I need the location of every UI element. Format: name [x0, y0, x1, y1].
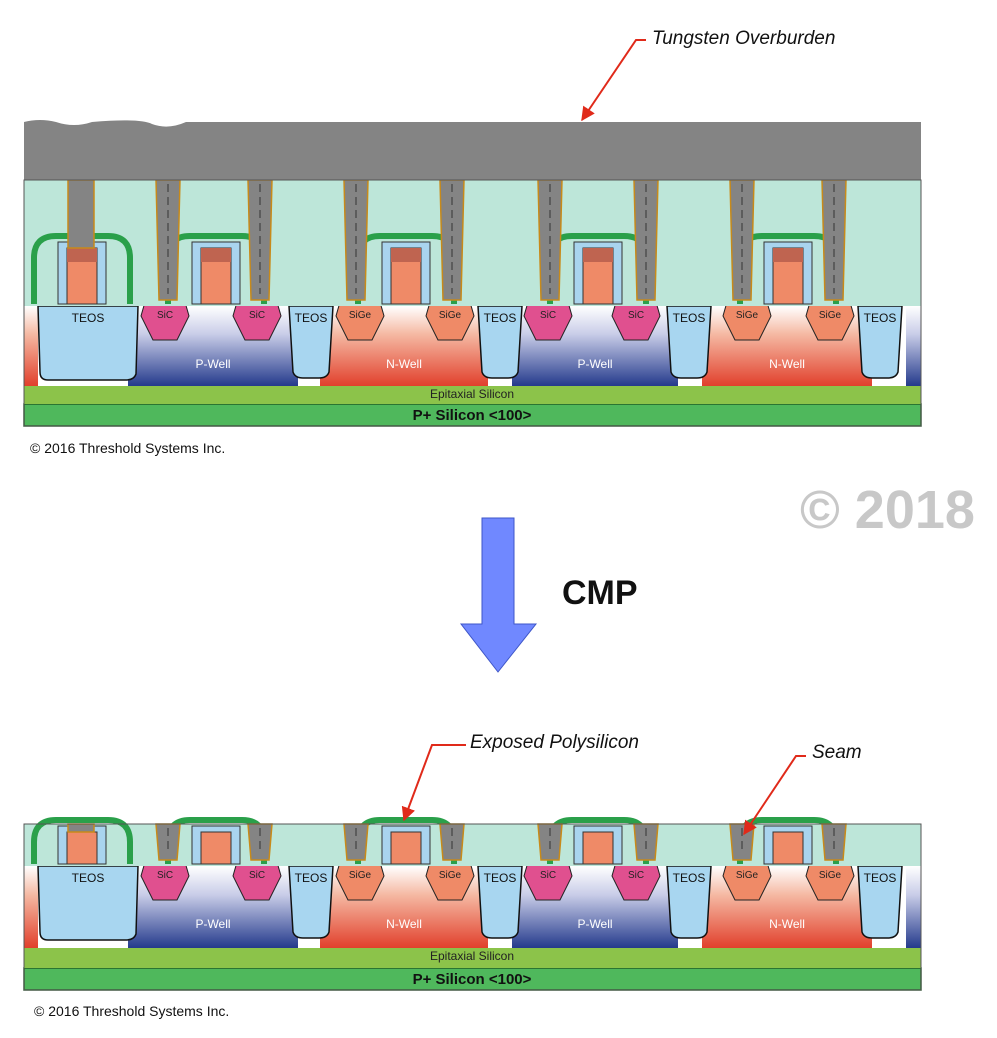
well-label: N-Well — [769, 357, 805, 371]
sic-label: SiC — [157, 310, 173, 321]
gate-contact — [67, 179, 95, 249]
sige-label: SiGe — [819, 870, 842, 881]
teos-isolation — [37, 305, 139, 381]
sige-label: SiGe — [349, 310, 372, 321]
gate-cap — [391, 248, 421, 262]
p-well-region — [906, 306, 921, 386]
down-arrow-icon — [459, 517, 538, 673]
exposed-polysilicon-callout: Exposed Polysilicon — [401, 732, 639, 822]
teos-isolation — [477, 865, 523, 939]
well-label: N-Well — [769, 917, 805, 931]
epitaxial-label: Epitaxial Silicon — [430, 949, 514, 963]
n-well-region — [24, 306, 38, 386]
gate-cap — [201, 248, 231, 262]
well-label: P-Well — [195, 357, 230, 371]
gate-cap — [773, 248, 803, 262]
epitaxial-layer — [24, 948, 921, 968]
teos-label: TEOS — [295, 871, 328, 885]
teos-label: TEOS — [673, 871, 706, 885]
callout-arrow — [581, 39, 646, 122]
sic-label: SiC — [157, 870, 173, 881]
sige-label: SiGe — [349, 870, 372, 881]
seam-callout: Seam — [743, 742, 862, 836]
sic-label: SiC — [628, 310, 644, 321]
substrate-label: P+ Silicon <100> — [413, 971, 532, 988]
callout-arrow — [743, 755, 806, 836]
gate-contact — [67, 823, 95, 833]
well-label: P-Well — [577, 917, 612, 931]
teos-isolation — [288, 305, 334, 379]
sic-label: SiC — [249, 870, 265, 881]
n-well-region — [24, 866, 38, 948]
teos-isolation — [288, 865, 334, 939]
well-label: P-Well — [577, 357, 612, 371]
after-cmp-cross-section: P+ Silicon <100> Epitaxial Silicon P-Well N… — [23, 817, 922, 991]
copyright-bottom: © 2016 Threshold Systems Inc. — [34, 1003, 229, 1019]
sige-label: SiGe — [819, 310, 842, 321]
teos-label: TEOS — [295, 311, 328, 325]
polysilicon-gate — [390, 831, 422, 865]
tungsten-overburden — [24, 120, 921, 180]
well-label: P-Well — [195, 917, 230, 931]
polysilicon-gate — [772, 831, 804, 865]
well-label: N-Well — [386, 917, 422, 931]
polysilicon-gate — [66, 831, 98, 865]
teos-label: TEOS — [72, 871, 105, 885]
gate-cap — [67, 248, 97, 262]
callout-arrow — [401, 744, 466, 822]
teos-label: TEOS — [864, 871, 897, 885]
before-cmp-cross-section: P+ Silicon <100> Epitaxial Silicon P-Well N… — [23, 120, 922, 427]
polysilicon-gate — [200, 831, 232, 865]
teos-isolation — [37, 865, 139, 941]
sic-label: SiC — [540, 310, 556, 321]
sic-label: SiC — [628, 870, 644, 881]
tungsten-overburden-callout: Tungsten Overburden — [581, 28, 835, 122]
teos-isolation — [857, 305, 903, 379]
teos-isolation — [477, 305, 523, 379]
device-outline — [23, 823, 922, 991]
teos-isolation — [666, 305, 712, 379]
polysilicon-gate — [582, 831, 614, 865]
copyright-top: © 2016 Threshold Systems Inc. — [30, 440, 225, 456]
watermark: © 2018 — [800, 480, 975, 540]
teos-label: TEOS — [72, 311, 105, 325]
nitride-liner — [31, 817, 133, 864]
gate-cap — [583, 248, 613, 262]
teos-label: TEOS — [484, 311, 517, 325]
sige-label: SiGe — [439, 870, 462, 881]
cmp-label: CMP — [562, 574, 638, 612]
teos-isolation — [857, 865, 903, 939]
epitaxial-label: Epitaxial Silicon — [430, 387, 514, 401]
device-outline — [23, 179, 922, 427]
p-well-region — [906, 866, 921, 948]
substrate-label: P+ Silicon <100> — [413, 407, 532, 424]
sige-label: SiGe — [736, 870, 759, 881]
well-label: N-Well — [386, 357, 422, 371]
teos-label: TEOS — [673, 311, 706, 325]
sic-label: SiC — [540, 870, 556, 881]
epitaxial-layer — [24, 386, 921, 404]
teos-label: TEOS — [484, 871, 517, 885]
exposed-polysilicon-label: Exposed Polysilicon — [470, 732, 639, 753]
seam-label: Seam — [812, 742, 862, 763]
sige-label: SiGe — [439, 310, 462, 321]
teos-isolation — [666, 865, 712, 939]
teos-label: TEOS — [864, 311, 897, 325]
cmp-process-arrow: CMP — [459, 517, 638, 673]
tungsten-overburden-label: Tungsten Overburden — [652, 28, 835, 49]
sige-label: SiGe — [736, 310, 759, 321]
sic-label: SiC — [249, 310, 265, 321]
